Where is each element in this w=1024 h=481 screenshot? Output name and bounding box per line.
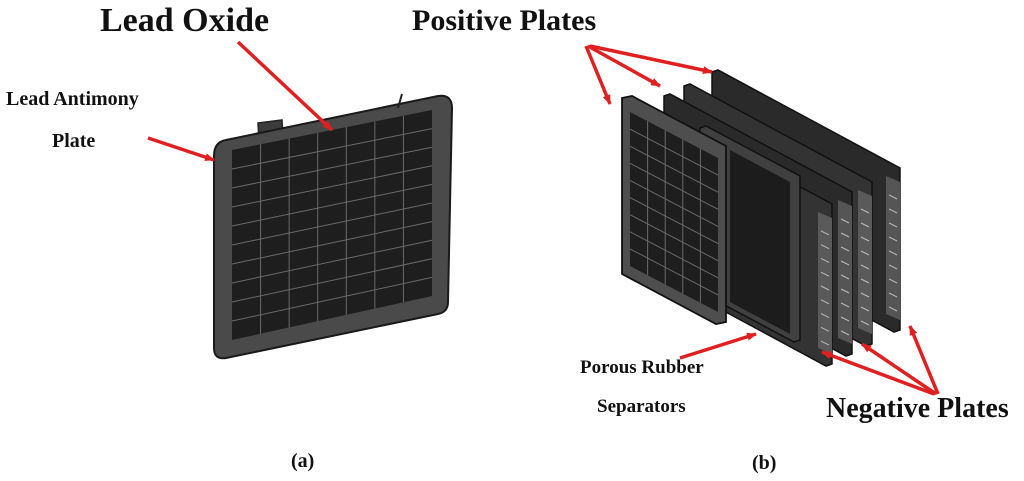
arrow-positive-2 <box>587 44 661 88</box>
edge-tick <box>860 264 870 270</box>
edge-tick <box>840 274 850 280</box>
label-positive-plates: Positive Plates <box>412 4 597 37</box>
edge-tick <box>888 208 898 214</box>
edge-tick <box>840 218 850 224</box>
arrow-negative-3 <box>908 325 940 395</box>
arrow-separator <box>679 332 757 360</box>
edge-tick <box>860 320 870 326</box>
grid-line <box>231 258 433 303</box>
edge-tick <box>860 236 870 242</box>
grid-line <box>231 165 433 208</box>
label-separator-line2: Separators <box>597 396 686 417</box>
grid-line <box>231 221 433 265</box>
edge-tick <box>860 208 870 214</box>
arrow-lead-oxide <box>236 40 334 132</box>
caption-a: (a) <box>291 450 315 472</box>
edge-tick <box>820 299 830 305</box>
arrow-negative-2 <box>861 342 937 396</box>
grid-line <box>231 128 433 170</box>
grid-line <box>629 248 719 296</box>
edge-tick <box>860 250 870 256</box>
label-lead-antimony-line1: Lead Antimony <box>6 88 139 110</box>
edge-tick <box>840 246 850 252</box>
grid-line <box>629 214 719 262</box>
plate-edge-ticks <box>820 194 898 346</box>
grid-line <box>629 231 719 279</box>
plate-stack <box>621 69 901 367</box>
edge-tick <box>820 313 830 319</box>
edge-tick <box>888 194 898 200</box>
edge-tick <box>840 260 850 266</box>
edge-tick <box>840 302 850 308</box>
edge-tick <box>820 244 830 250</box>
grid-line <box>231 276 433 322</box>
grid-line <box>629 180 719 227</box>
edge-tick <box>820 271 830 277</box>
edge-tick <box>860 278 870 284</box>
front-plate <box>621 95 727 325</box>
front-plate-grid-lines <box>629 121 719 303</box>
grid-line <box>629 128 719 176</box>
edge-tick <box>888 250 898 256</box>
edge-tick <box>820 257 830 263</box>
edge-tick <box>888 222 898 228</box>
edge-tick <box>820 285 830 291</box>
edge-tick <box>840 288 850 294</box>
arrow-positive-1 <box>584 45 612 105</box>
edge-tick <box>888 292 898 298</box>
edge-tick <box>840 232 850 238</box>
edge-tick <box>888 306 898 312</box>
label-separator-line1: Porous Rubber <box>580 357 704 378</box>
grid-line <box>231 183 433 227</box>
single-plate <box>213 93 454 360</box>
edge-tick <box>860 222 870 228</box>
arrow-negative-1 <box>821 350 935 396</box>
edge-tick <box>860 292 870 298</box>
label-lead-oxide: Lead Oxide <box>100 2 270 39</box>
label-lead-antimony-line2: Plate <box>52 130 96 152</box>
grid-line <box>629 162 719 210</box>
edge-tick <box>840 316 850 322</box>
grid-line <box>231 146 433 189</box>
edge-tick <box>820 326 830 332</box>
label-negative-plates: Negative Plates <box>826 393 1009 424</box>
edge-tick <box>840 330 850 336</box>
grid-line <box>231 202 433 246</box>
plate-wire <box>397 93 403 109</box>
edge-tick <box>860 306 870 312</box>
plate-grid-lines <box>231 115 433 334</box>
grid-line <box>629 145 719 193</box>
arrow-positive-3 <box>589 44 713 75</box>
arrow-antimony-plate <box>147 136 215 162</box>
edge-tick <box>820 230 830 236</box>
edge-tick <box>888 236 898 242</box>
edge-tick <box>820 340 830 346</box>
plate-grid-area <box>232 110 432 340</box>
edge-tick <box>888 264 898 270</box>
annotation-arrows <box>147 40 940 396</box>
edge-tick <box>888 278 898 284</box>
grid-line <box>629 197 719 244</box>
grid-line <box>231 239 433 284</box>
caption-b: (b) <box>752 452 777 474</box>
